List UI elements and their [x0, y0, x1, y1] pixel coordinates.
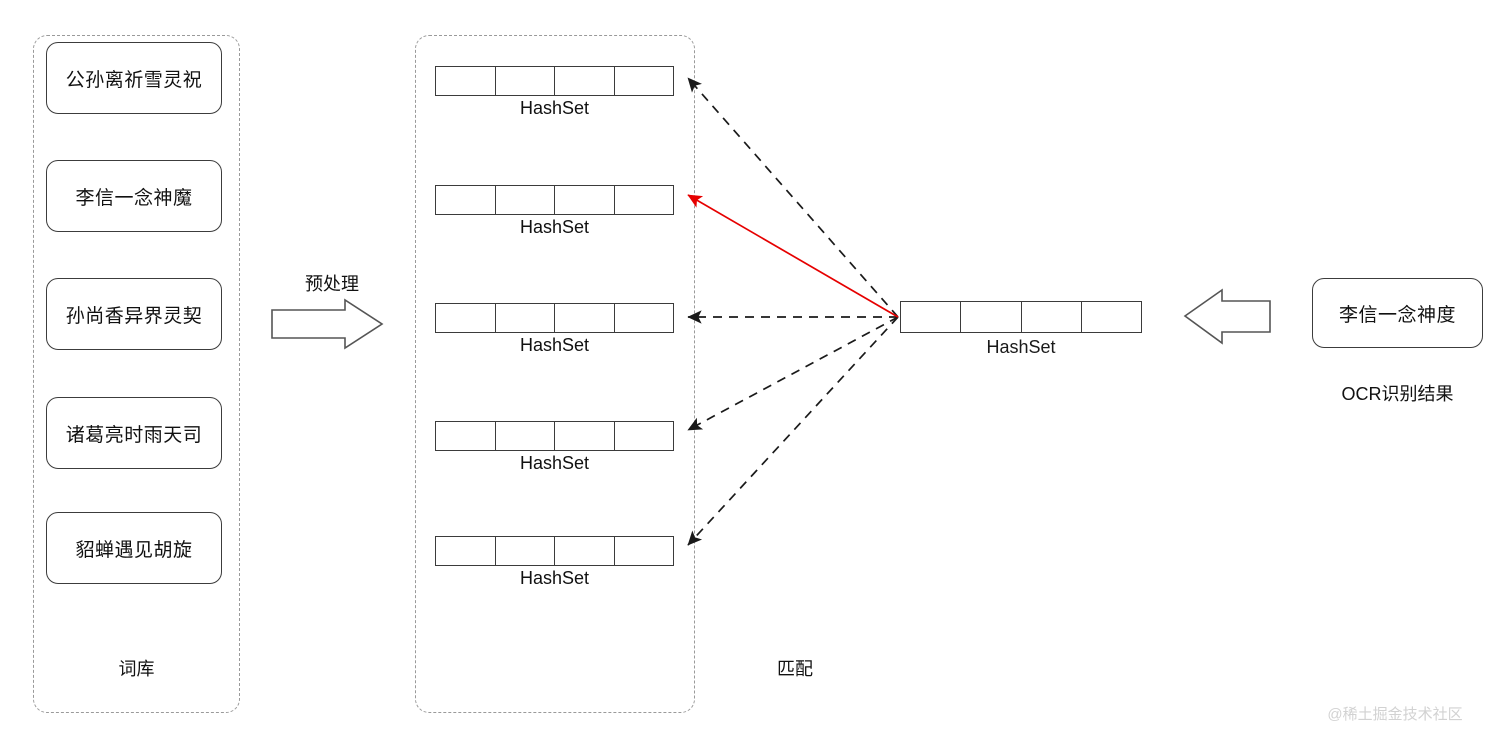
hashset-cell	[615, 304, 674, 332]
hashset-label: HashSet	[519, 335, 590, 355]
match-connector-1	[687, 77, 899, 318]
ocr-result-box[interactable]: 李信一念神度	[1312, 278, 1483, 348]
hashset-cell	[615, 537, 674, 565]
hashset-cell	[961, 302, 1022, 332]
hashset-cell	[436, 537, 496, 565]
hashset-cell	[496, 422, 555, 450]
hashset-cell	[496, 304, 555, 332]
dictionary-word-label: 公孙离祈雪灵祝	[65, 69, 203, 91]
ocr-caption: OCR识别结果	[1341, 384, 1454, 404]
dictionary-word-box-2[interactable]: 李信一念神魔	[46, 160, 222, 232]
dictionary-word-label: 诸葛亮时雨天司	[65, 424, 203, 446]
dictionary-word-label: 李信一念神魔	[75, 187, 193, 209]
hashset-cells	[435, 66, 674, 96]
hashset-cell	[1022, 302, 1082, 332]
hashset-row-1[interactable]: HashSet	[435, 66, 674, 118]
hashset-cell	[615, 67, 674, 95]
hashset-cell	[436, 186, 496, 214]
query-hashset-label: HashSet	[986, 337, 1056, 357]
hashset-row-3[interactable]: HashSet	[435, 303, 674, 355]
match-connector-4	[687, 316, 899, 431]
hashset-row-5[interactable]: HashSet	[435, 536, 674, 588]
hashset-cell	[496, 186, 555, 214]
hashset-cell	[615, 422, 674, 450]
query-hashset[interactable]: HashSet	[900, 301, 1142, 357]
ocr-result-label: 李信一念神度	[1338, 304, 1456, 326]
dictionary-word-box-4[interactable]: 诸葛亮时雨天司	[46, 397, 222, 469]
matched-connector-highlight	[687, 194, 899, 318]
match-group-container	[415, 35, 695, 713]
hashset-label: HashSet	[519, 217, 590, 237]
dictionary-word-box-3[interactable]: 孙尚香异界灵契	[46, 278, 222, 350]
hashset-cell	[615, 186, 674, 214]
block-arrow-left-icon	[1183, 288, 1271, 345]
hashset-cell	[436, 67, 496, 95]
hashset-cell	[555, 422, 615, 450]
hashset-label: HashSet	[519, 453, 590, 473]
hashset-cell	[555, 304, 615, 332]
hashset-cell	[901, 302, 962, 332]
hashset-cells	[900, 301, 1142, 333]
dictionary-word-box-5[interactable]: 貂蝉遇见胡旋	[46, 512, 222, 584]
hashset-cell	[555, 186, 615, 214]
hashset-cell	[555, 67, 615, 95]
match-caption: 匹配	[777, 659, 813, 679]
dictionary-caption: 词库	[118, 659, 155, 679]
hashset-cell	[496, 67, 555, 95]
hashset-cells	[435, 421, 674, 451]
hashset-row-2[interactable]: HashSet	[435, 185, 674, 237]
hashset-cells	[435, 303, 674, 333]
hashset-cell	[555, 537, 615, 565]
hashset-cells	[435, 185, 674, 215]
dictionary-word-label: 貂蝉遇见胡旋	[75, 539, 193, 561]
hashset-label: HashSet	[519, 568, 590, 588]
hashset-row-4[interactable]: HashSet	[435, 421, 674, 473]
block-arrow-right-icon	[271, 298, 384, 350]
dictionary-word-label: 孙尚香异界灵契	[65, 305, 203, 327]
dictionary-group-container	[33, 35, 240, 713]
hashset-cell	[496, 537, 555, 565]
hashset-cell	[436, 304, 496, 332]
watermark: @稀土掘金技术社区	[1327, 706, 1463, 723]
hashset-cell	[436, 422, 496, 450]
dictionary-word-box-1[interactable]: 公孙离祈雪灵祝	[46, 42, 222, 114]
hashset-label: HashSet	[519, 98, 590, 118]
hashset-cell	[1082, 302, 1141, 332]
match-connector-5	[687, 316, 899, 546]
hashset-cells	[435, 536, 674, 566]
preprocess-label: 预处理	[305, 274, 359, 294]
